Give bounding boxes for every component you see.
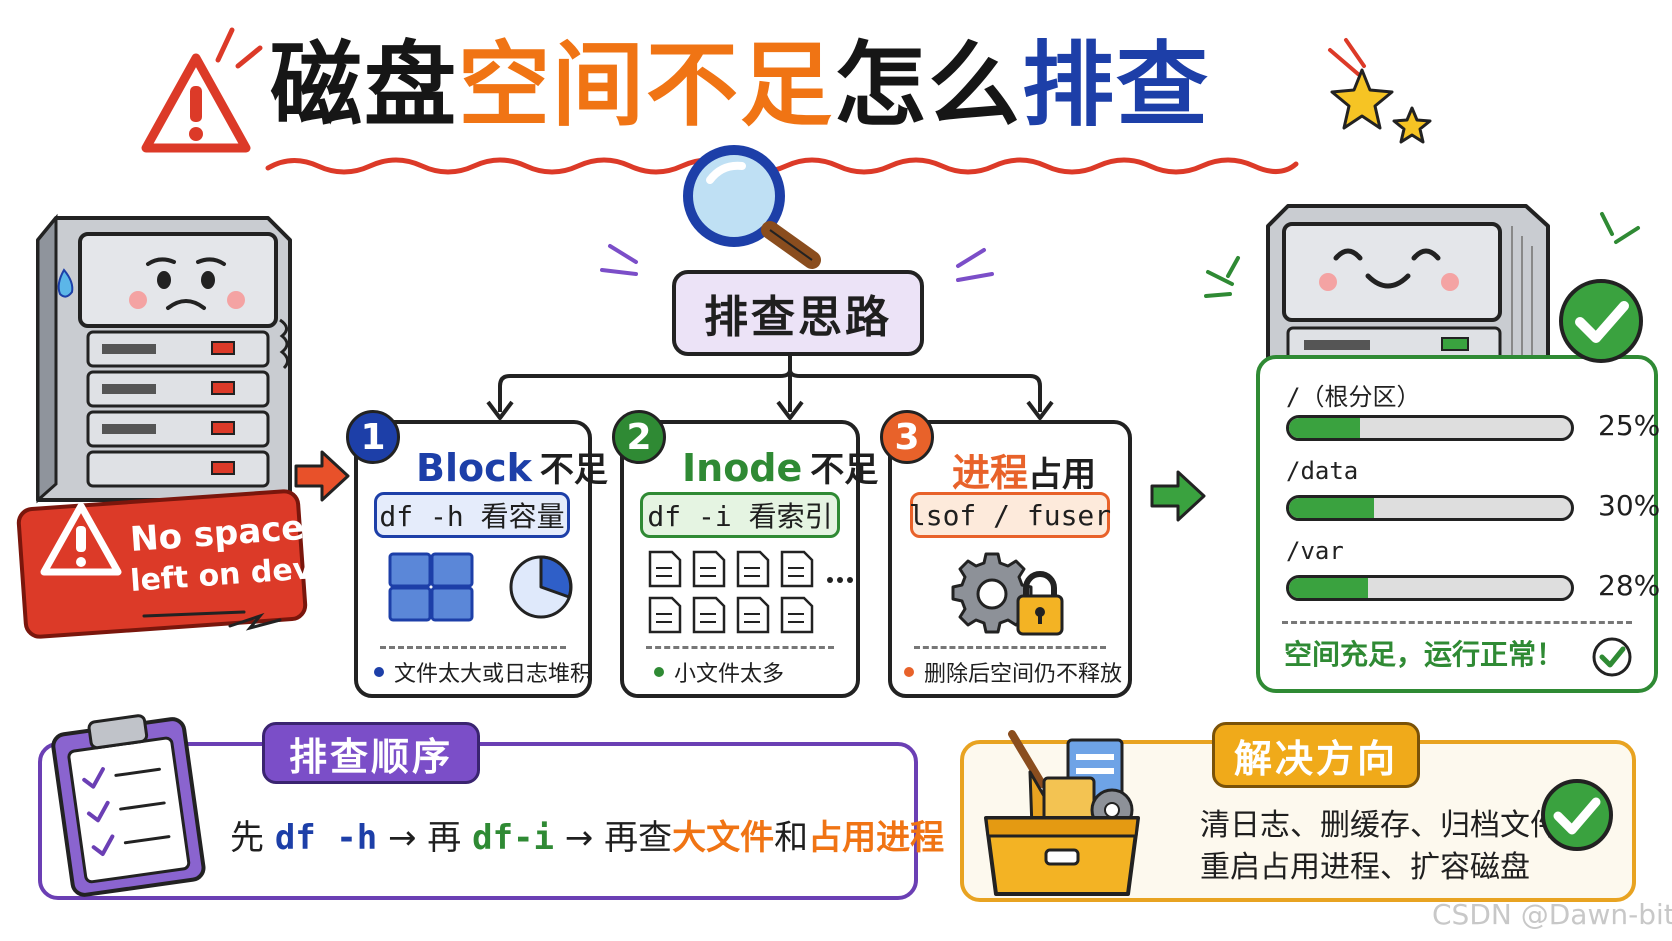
fix-text-line2: 重启占用进程、扩容磁盘 (1200, 850, 1530, 885)
disk-usage-percent: 28% (1598, 569, 1661, 602)
title-part-4: 排查 (1022, 32, 1211, 139)
order-part-1: 先 (230, 818, 275, 858)
disk-usage-fill (1289, 578, 1368, 598)
order-part-7: 和 (774, 818, 809, 858)
disk-usage-bar (1286, 575, 1574, 601)
card-1-divider (380, 646, 566, 649)
card-3-bullet (904, 667, 914, 677)
disk-usage-fill (1289, 498, 1374, 518)
disk-usage-fill (1289, 418, 1360, 438)
error-warning-icon (40, 502, 122, 576)
blocks-icon (388, 552, 474, 622)
order-big-files: 大文件 (672, 818, 775, 858)
toolbox-icon (984, 730, 1140, 896)
gear-lock-icon (951, 552, 1064, 636)
order-cmd-df-i: df-i (472, 818, 554, 858)
disk-mount-label: /data (1286, 457, 1359, 485)
sparkle-left-icon (1204, 256, 1240, 298)
disk-usage-percent: 30% (1598, 489, 1661, 522)
sparkle-right-icon (1600, 212, 1640, 244)
magnifier-icon (683, 145, 821, 269)
disk-usage-bar (1286, 495, 1574, 521)
order-processes: 占用进程 (808, 818, 945, 858)
disk-mount-label: /var (1286, 537, 1344, 565)
card-1-bullet (374, 667, 384, 677)
card-process: 3 进程占用 lsof / fuser 删除后空间仍不释放 (880, 410, 1132, 698)
title-underline-icon (265, 157, 1299, 175)
disk-usage-panel: /（根分区） 25% /data 30% /var 28% 空间充足，运行正常！ (1256, 355, 1660, 693)
title-part-2: 空间不足 (458, 32, 835, 139)
status-check-icon (1592, 637, 1632, 677)
disk-panel-divider (1282, 621, 1632, 624)
card-1-number: 1 (346, 410, 400, 464)
disk-row: /（根分区） 25% (1286, 377, 1660, 442)
card-1-title-main: Block (416, 446, 532, 490)
flow-arrow-green-icon (1150, 470, 1206, 522)
center-label: 排查思路 (672, 270, 924, 356)
success-badge-icon (1559, 279, 1643, 363)
stars-icon (1328, 38, 1432, 144)
disk-row: /data 30% (1286, 457, 1660, 522)
card-1-command: df -h 看容量 (374, 492, 570, 538)
fix-title: 解决方向 (1212, 722, 1420, 788)
sad-server-icon (36, 213, 292, 504)
flow-arrow-red-icon (294, 450, 350, 502)
card-2-note: 小文件太多 (654, 656, 784, 688)
clipboard-icon (51, 714, 206, 897)
order-part-5: → 再查 (553, 818, 673, 858)
card-3-note: 删除后空间仍不释放 (904, 656, 1122, 688)
card-2-title-main: Inode (682, 446, 803, 490)
emphasis-strokes-left-icon (600, 244, 638, 276)
card-2-bullet (654, 667, 664, 677)
page-title: 磁盘空间不足怎么排查 (270, 40, 1210, 132)
card-1-note-text: 文件太大或日志堆积 (394, 662, 593, 687)
order-part-3: → 再 (377, 818, 473, 858)
disk-row: /var 28% (1286, 537, 1660, 602)
order-title: 排查顺序 (262, 722, 480, 784)
card-2-note-text: 小文件太多 (674, 662, 785, 687)
alert-strokes-icon (215, 27, 263, 69)
order-cmd-df-h: df -h (274, 818, 378, 858)
fix-text-line1: 清日志、删缓存、归档文件、 (1200, 808, 1590, 843)
card-2-title-suffix: 不足 (810, 450, 879, 490)
warning-icon (141, 53, 251, 153)
title-part-3: 怎么 (834, 32, 1023, 139)
card-3-number: 3 (880, 410, 934, 464)
card-2-divider (646, 646, 834, 649)
card-3-title-suffix: 占用 (1028, 455, 1097, 495)
card-1-note: 文件太大或日志堆积 (374, 656, 592, 688)
card-3-title: 进程占用 (952, 442, 1096, 497)
motion-lines-icon (142, 610, 282, 631)
card-3-note-text: 删除后空间仍不释放 (924, 662, 1123, 687)
disk-usage-bar (1286, 415, 1574, 441)
card-2-number: 2 (612, 410, 666, 464)
emphasis-strokes-right-icon (956, 248, 994, 282)
disk-mount-label: /（根分区） (1286, 383, 1421, 411)
card-2-command: df -i 看索引 (640, 492, 840, 538)
disk-usage-percent: 25% (1598, 409, 1661, 442)
disk-status-text: 空间充足，运行正常！ (1284, 638, 1565, 671)
tree-connector (486, 354, 1054, 420)
fix-check-icon (1541, 779, 1613, 851)
order-text: 先 df -h → 再 df-i → 再查大文件和占用进程 (230, 810, 944, 859)
card-1-title-suffix: 不足 (539, 450, 608, 490)
title-part-1: 磁盘 (270, 32, 459, 139)
small-files-icon (648, 550, 853, 634)
card-3-title-main: 进程 (952, 451, 1029, 495)
watermark: CSDN @Dawn-bit (1432, 898, 1672, 931)
happy-server-icon (1266, 204, 1550, 368)
card-3-divider (914, 646, 1106, 649)
pie-icon (509, 555, 573, 619)
card-3-command: lsof / fuser (909, 492, 1111, 538)
